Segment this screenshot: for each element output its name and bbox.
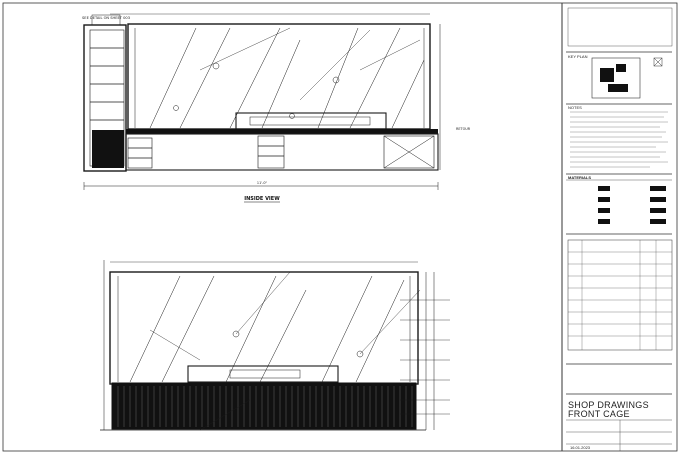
side-cabinet bbox=[83, 24, 127, 172]
materials-swatches bbox=[598, 186, 666, 224]
overall-dimension: 11'-0" bbox=[257, 181, 268, 185]
notes-lines bbox=[570, 111, 668, 168]
title-block bbox=[561, 3, 673, 451]
slatted-base bbox=[111, 382, 417, 430]
display-counter-bottom bbox=[187, 365, 339, 383]
notes-label: NOTES bbox=[568, 105, 582, 110]
drawing-title: FRONT CAGE bbox=[568, 409, 630, 419]
drawing-type: SHOP DRAWINGS bbox=[568, 400, 649, 410]
view-label: INSIDE VIEW bbox=[244, 196, 280, 202]
drawing-date: 16.01.2023 bbox=[570, 445, 591, 450]
bottom-elevation bbox=[100, 260, 450, 431]
cabinet-base-dark bbox=[92, 130, 124, 168]
detail-callout-text: SEE DETAIL ON SHEET 003 bbox=[82, 16, 130, 20]
back-callout: RETOUR bbox=[456, 127, 471, 131]
materials-label: MATERIALS bbox=[568, 175, 592, 180]
display-counter-top bbox=[235, 112, 387, 130]
lower-cabinets-top bbox=[125, 133, 439, 171]
glass-frame-bottom bbox=[109, 271, 419, 385]
counter-bar-top bbox=[126, 129, 438, 134]
top-elevation bbox=[83, 13, 441, 190]
key-plan-label: KEY PLAN bbox=[568, 54, 588, 59]
